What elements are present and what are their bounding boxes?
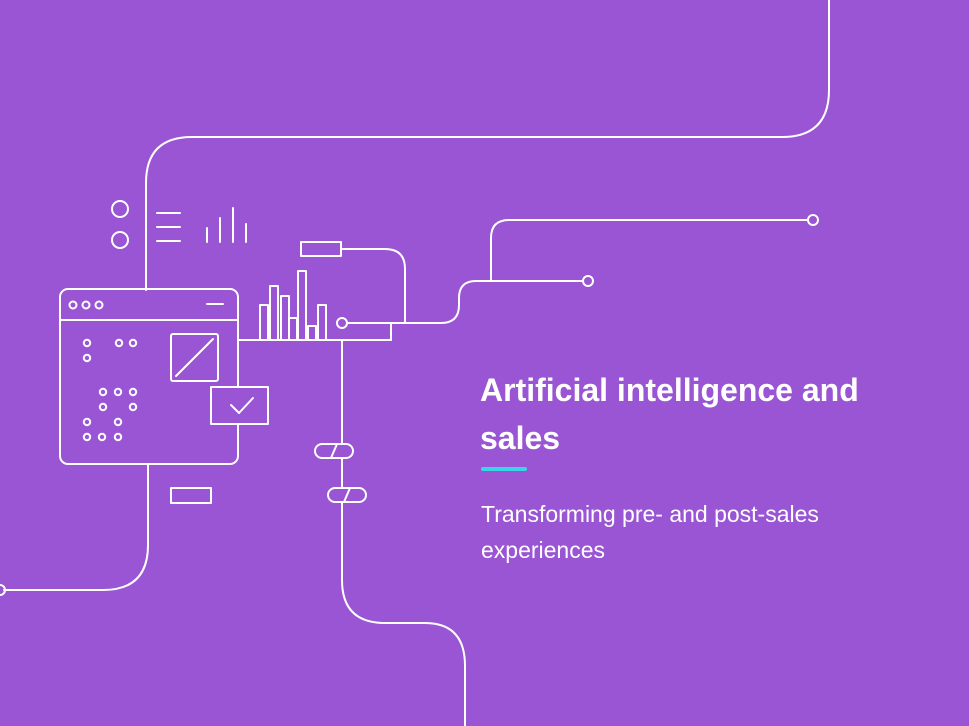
terminal-node-left bbox=[0, 584, 6, 596]
circuit-line-main bbox=[145, 0, 830, 291]
slide-subtitle: Transforming pre- and post-sales experie… bbox=[481, 501, 819, 563]
circuit-connector-icon bbox=[300, 214, 819, 341]
browser-window-icon bbox=[59, 288, 239, 465]
status-indicators bbox=[111, 200, 129, 249]
image-placeholder-icon bbox=[170, 333, 219, 382]
slide-title: Artificial intelligence and sales bbox=[480, 372, 859, 456]
checkbox-icon bbox=[210, 386, 269, 425]
title-accent-rule bbox=[481, 467, 527, 471]
indicator-circle-icon bbox=[111, 200, 129, 218]
circuit-line-lower-left bbox=[3, 464, 149, 591]
link-chain-icon bbox=[314, 339, 466, 726]
label-block bbox=[170, 487, 212, 504]
menu-lines-icon bbox=[156, 212, 181, 242]
bar-chart-icon bbox=[237, 270, 392, 341]
indicator-circle-icon bbox=[111, 231, 129, 249]
signal-bars-icon bbox=[206, 207, 247, 243]
